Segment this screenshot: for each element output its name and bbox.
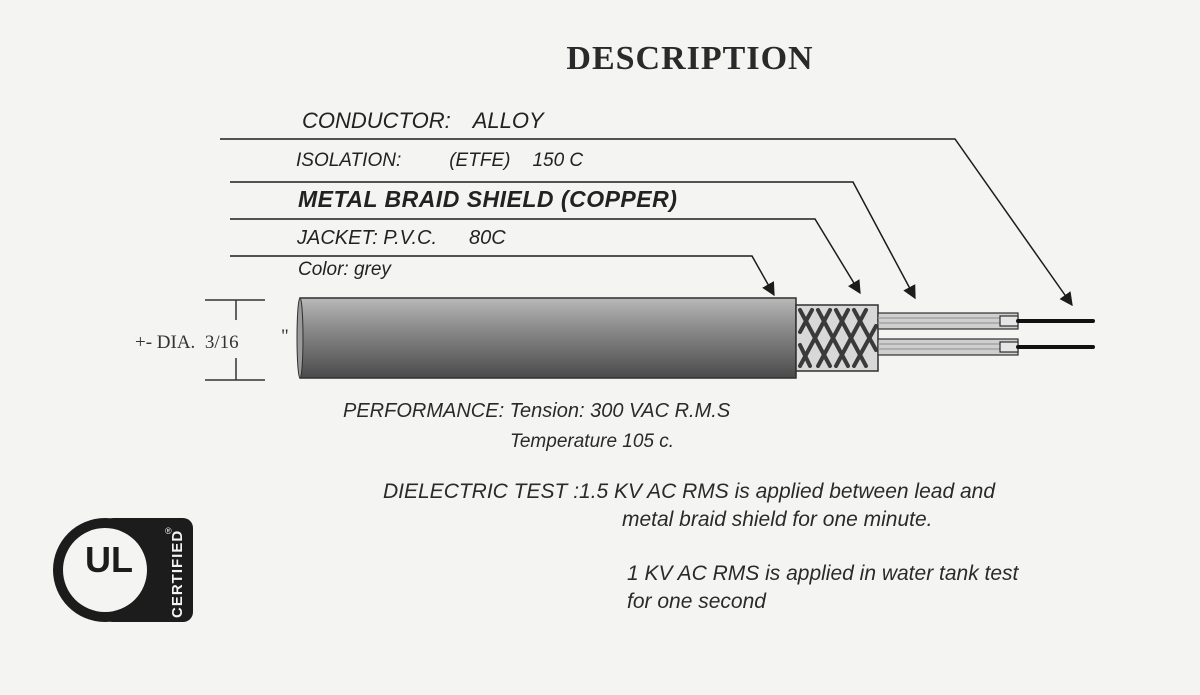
- jacket-leader: [230, 255, 775, 297]
- isolation-temp: 150 C: [532, 150, 584, 171]
- dielectric-line-2: metal braid shield for one minute.: [622, 508, 933, 531]
- ul-registered-mark: ®: [165, 526, 172, 536]
- performance-line-1: PERFORMANCE: Tension: 300 VAC R.M.S: [343, 400, 731, 422]
- diameter-unit: ": [281, 326, 289, 347]
- isolation-leader: [230, 181, 916, 300]
- conductor-key: CONDUCTOR:: [302, 108, 451, 133]
- color-label: Color: grey: [298, 259, 391, 280]
- conductor-wires: [1016, 319, 1095, 349]
- isolation-key: ISOLATION:: [296, 150, 402, 171]
- water-test-line-2: for one second: [627, 590, 766, 613]
- conductor-label: CONDUCTOR: ALLOY: [302, 108, 544, 134]
- jacket-label: JACKET: P.V.C. 80C: [297, 227, 506, 250]
- diameter-prefix: +- DIA.: [135, 332, 196, 353]
- cable-jacket: [299, 297, 797, 379]
- conductor-value: ALLOY: [472, 108, 544, 133]
- ul-certified-logo: UL ® CERTIFIED: [53, 518, 193, 622]
- isolation-label: ISOLATION: (ETFE) 150 C: [296, 150, 583, 172]
- diameter-label: +- DIA. 3/16: [135, 332, 239, 354]
- insulated-leads: [877, 312, 1019, 356]
- conductor-leader: [220, 138, 1073, 307]
- braid-shield: [795, 304, 879, 372]
- diameter-value: 3/16: [204, 332, 239, 353]
- ul-certified-text: CERTIFIED: [169, 530, 186, 618]
- ul-letter-u: UL: [85, 539, 133, 580]
- jacket-temp: 80C: [469, 227, 506, 249]
- braid-label: METAL BRAID SHIELD (COPPER): [298, 186, 678, 212]
- isolation-material: (ETFE): [449, 150, 511, 171]
- performance-line-2: Temperature 105 c.: [510, 431, 675, 452]
- jacket-key: JACKET: P.V.C.: [297, 227, 438, 249]
- water-test-line-1: 1 KV AC RMS is applied in water tank tes…: [627, 562, 1019, 585]
- dielectric-line-1: DIELECTRIC TEST :1.5 KV AC RMS is applie…: [383, 480, 995, 503]
- braid-leader: [230, 218, 861, 295]
- diameter-dimension: [205, 299, 265, 381]
- page-title: DESCRIPTION: [566, 40, 814, 77]
